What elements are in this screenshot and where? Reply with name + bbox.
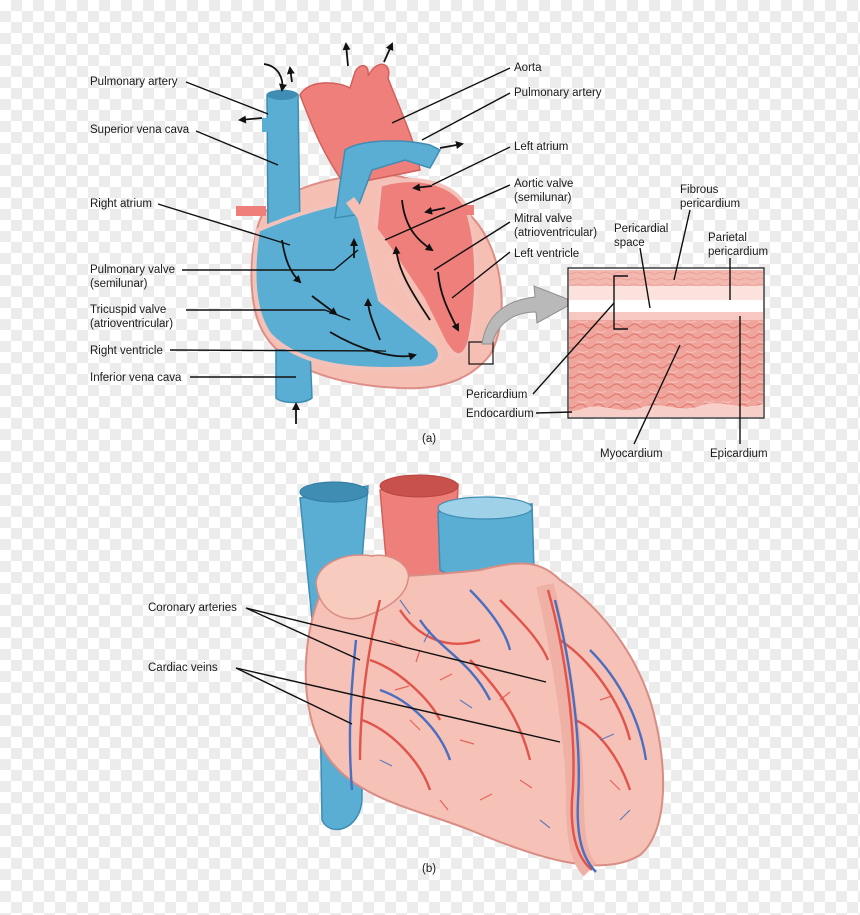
endocardium-layer [569,403,763,417]
label-right-ventricle: Right ventricle [90,345,163,357]
small-vein-branches [379,599,631,829]
label-fibrous-pericardium-2: pericardium [680,198,740,210]
magnify-arrow [481,285,577,345]
flow-arrow [383,42,394,63]
label-left-ventricle: Left ventricle [514,248,579,260]
vena-cava-opening [299,481,369,503]
label-mitral-valve: Mitral valve [514,213,572,225]
vessel-stub-right [460,205,474,215]
flow-arrow [281,239,302,284]
label-tricuspid-valve: Tricuspid valve [90,304,166,316]
flow-arrow [311,295,338,316]
aorta-opening [379,474,459,498]
label-pulmonary-valve-type: (semilunar) [90,278,148,290]
flow-arrow [263,63,287,92]
label-epicardium: Epicardium [710,448,768,460]
flow-arrow [392,246,431,321]
label-fibrous-pericardium: Fibrous [680,184,719,196]
label-pericardium: Pericardium [466,389,527,401]
flow-arrow [364,298,381,341]
label-mitral-valve-type: (atrioventricular) [514,227,597,239]
pericardial-space-layer [569,300,763,312]
flow-arrow [329,331,417,361]
coronary-arteries-vessels [358,589,632,871]
myocardium-layer [569,320,763,412]
vessel-stub-left [236,206,266,216]
flow-arrow [424,206,446,215]
label-pulmonary-artery: Pulmonary artery [90,76,178,88]
label-pericardial-space: Pericardial [614,223,668,235]
flow-arrow [286,66,295,83]
flow-arrow [439,141,464,150]
label-inferior-vena-cava: Inferior vena cava [90,372,182,384]
label-coronary-arteries: Coronary arteries [148,602,237,614]
label-aortic-valve: Aortic valve [514,178,573,190]
label-parietal-pericardium-2: pericardium [708,246,768,258]
pericardium-bracket [613,275,628,330]
parietal-layer [569,286,763,300]
label-myocardium: Myocardium [600,448,663,460]
label-parietal-pericardium: Parietal [708,232,747,244]
leader-lines-b [235,607,561,743]
label-right-atrium: Right atrium [90,198,152,210]
heart-external-view [299,474,665,877]
labels-a: Pulmonary artery Superior vena cava Righ… [90,62,768,460]
flow-arrow [412,183,433,192]
detail-box [468,341,494,365]
label-pulmonary-artery-right: Pulmonary artery [514,87,602,99]
label-superior-vena-cava: Superior vena cava [90,124,190,136]
label-aorta: Aorta [514,62,542,74]
septum [346,197,450,353]
pulmonary-opening [437,496,533,520]
fibrous-layer [569,270,763,286]
small-branches [389,639,621,811]
right-auricle [315,554,410,620]
label-cardiac-veins: Cardiac veins [148,662,218,674]
label-left-atrium: Left atrium [514,141,568,153]
cardiac-veins-vessels [348,589,648,873]
label-pericardial-space-2: space [614,237,645,249]
pulmonary-trunk [334,140,442,219]
labels-b: Coronary arteries Cardiac veins (b) [148,602,436,875]
caption-b: (b) [422,863,436,875]
flow-arrow [342,42,351,67]
leader-lines-a [157,67,741,445]
superior-vena-cava [266,89,301,233]
flow-arrow [437,271,459,332]
epicardium-layer [569,312,763,320]
left-heart-chambers [372,178,479,358]
flow-arrow [238,115,263,124]
label-tricuspid-valve-type: (atrioventricular) [90,318,173,330]
vessel-stub-blue [262,118,272,132]
label-pulmonary-valve: Pulmonary valve [90,264,175,276]
heart-wall-detail [567,267,765,419]
caption-a: (a) [422,433,436,445]
label-aortic-valve-type: (semilunar) [514,192,572,204]
label-endocardium: Endocardium [466,408,534,420]
flow-arrow [401,199,434,252]
